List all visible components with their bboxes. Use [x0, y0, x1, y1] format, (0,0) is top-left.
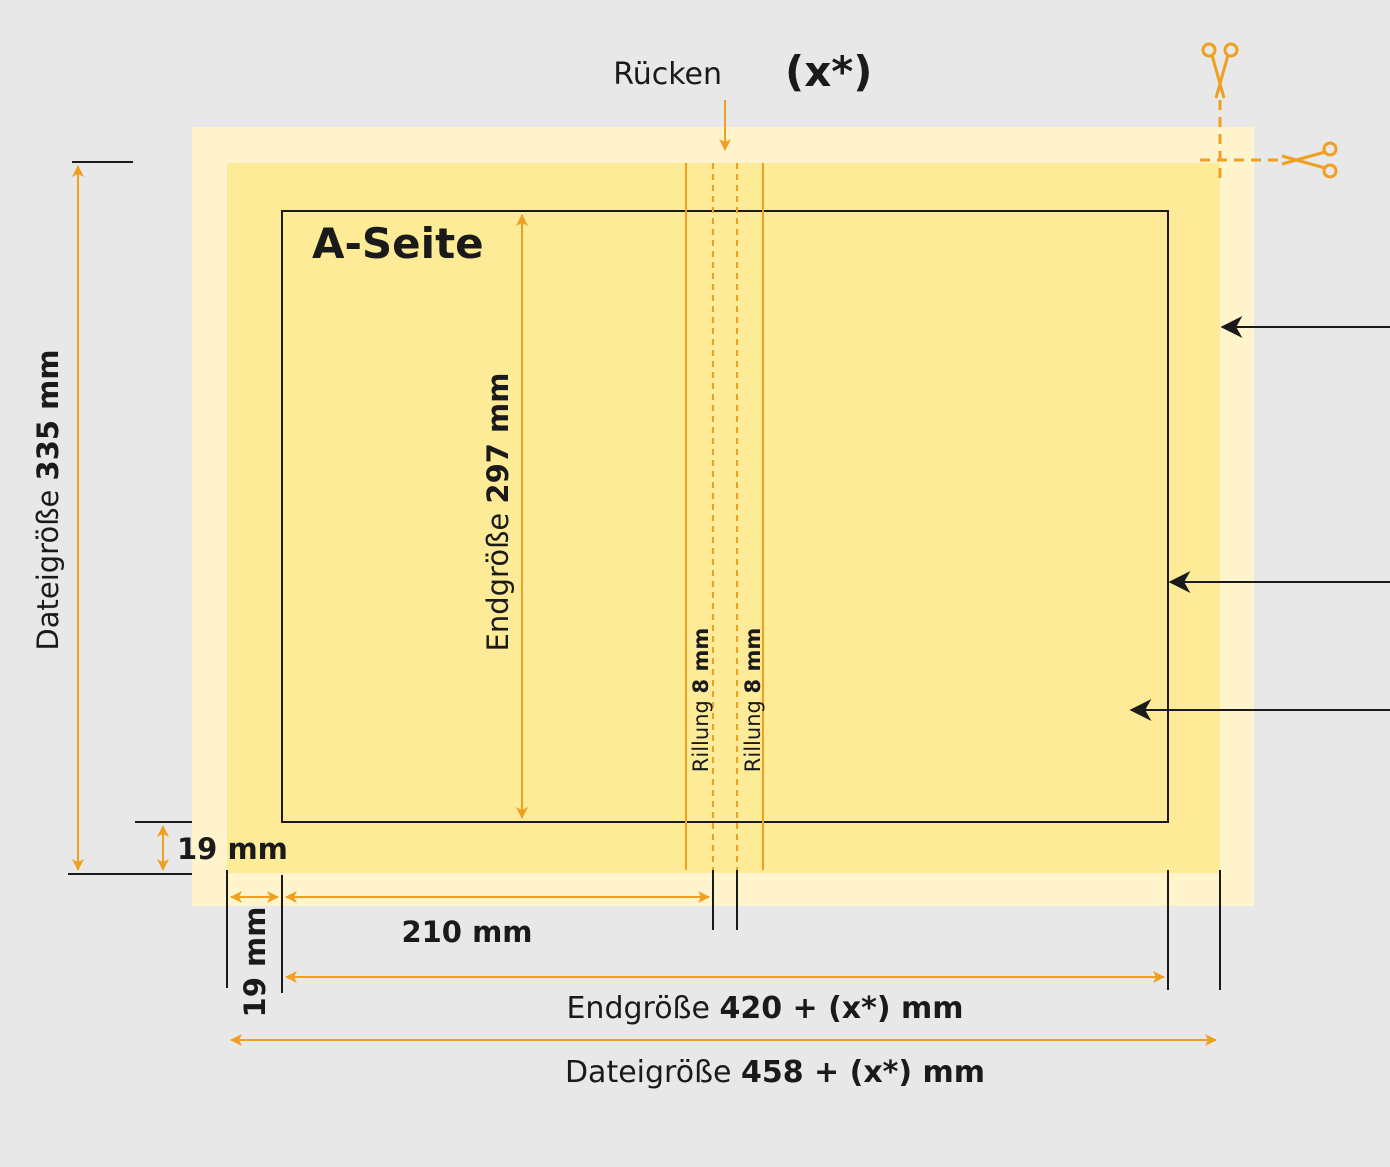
- score-label-left: Rillung 8 mm: [689, 628, 713, 772]
- trim-height-label: Endgröße 297 mm: [481, 373, 515, 652]
- bleed-zone: [227, 163, 1220, 873]
- score-label-right: Rillung 8 mm: [741, 628, 765, 772]
- trim-box: [281, 210, 1169, 823]
- scissors-icon-horizontal: [1281, 141, 1338, 179]
- file-height-label: Dateigröße 335 mm: [31, 349, 65, 650]
- spine-value: (x*): [785, 47, 872, 96]
- trim-width-label: Endgröße 420 + (x*) mm: [566, 991, 963, 1026]
- bleed-bottom-label: 19 mm: [177, 832, 288, 866]
- file-width-label: Dateigröße 458 + (x*) mm: [565, 1055, 985, 1090]
- page-width-label: 210 mm: [401, 915, 532, 949]
- spine-label: Rücken: [613, 57, 722, 92]
- bleed-left-label: 19 mm: [238, 907, 272, 1018]
- page-label: A-Seite: [312, 219, 484, 268]
- scissors-icon-vertical: [1201, 42, 1239, 99]
